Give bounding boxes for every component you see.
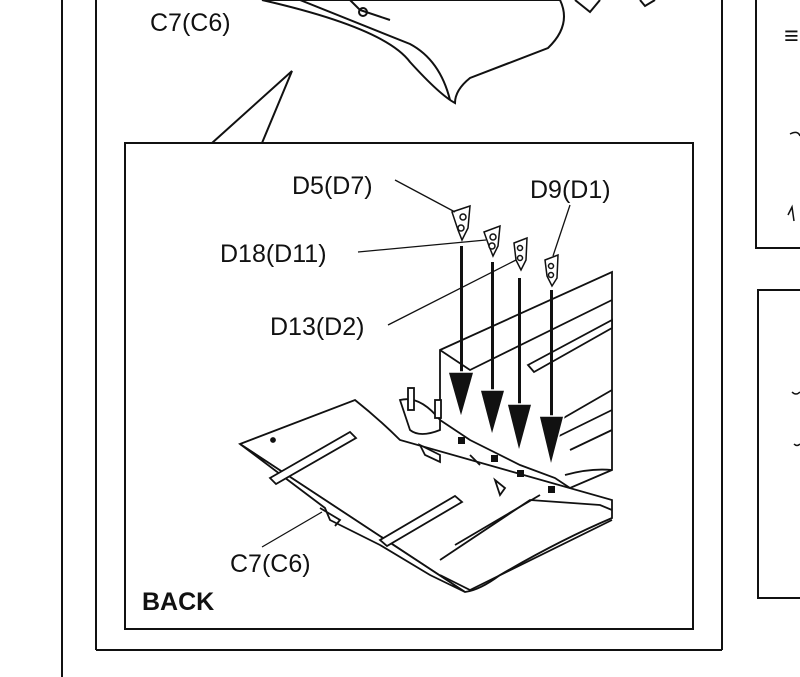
tray-base [238, 398, 613, 593]
label-c7: C7(C6) [230, 550, 311, 578]
label-d9: D9(D1) [530, 176, 611, 204]
machine-body [398, 270, 613, 497]
leader-lines [261, 179, 571, 548]
inset-frame [124, 142, 694, 630]
fastener-d13 [513, 236, 528, 272]
fastener-d5 [451, 204, 471, 242]
top-part-label: C7(C6) [150, 9, 231, 37]
arrow-d5 [447, 246, 475, 421]
arrow-d13 [506, 278, 533, 455]
right-panel-top [755, 0, 800, 249]
label-d18: D18(D11) [220, 240, 327, 268]
label-d13: D13(D2) [270, 313, 364, 341]
fastener-d9 [544, 253, 559, 288]
fastener-d18 [483, 224, 501, 258]
top-tray-part [261, 0, 656, 105]
view-label: BACK [142, 588, 214, 616]
mount-points [458, 437, 555, 493]
label-d5: D5(D7) [292, 172, 373, 200]
install-arrows [447, 246, 565, 467]
right-panel-bottom [757, 289, 800, 599]
page-frame [61, 0, 723, 677]
arrow-d9 [538, 290, 565, 467]
arrow-d18 [479, 262, 506, 439]
callout-pointer [211, 70, 293, 144]
right-panel-marks [787, 131, 800, 447]
menu-icon: ≡ [784, 22, 799, 50]
